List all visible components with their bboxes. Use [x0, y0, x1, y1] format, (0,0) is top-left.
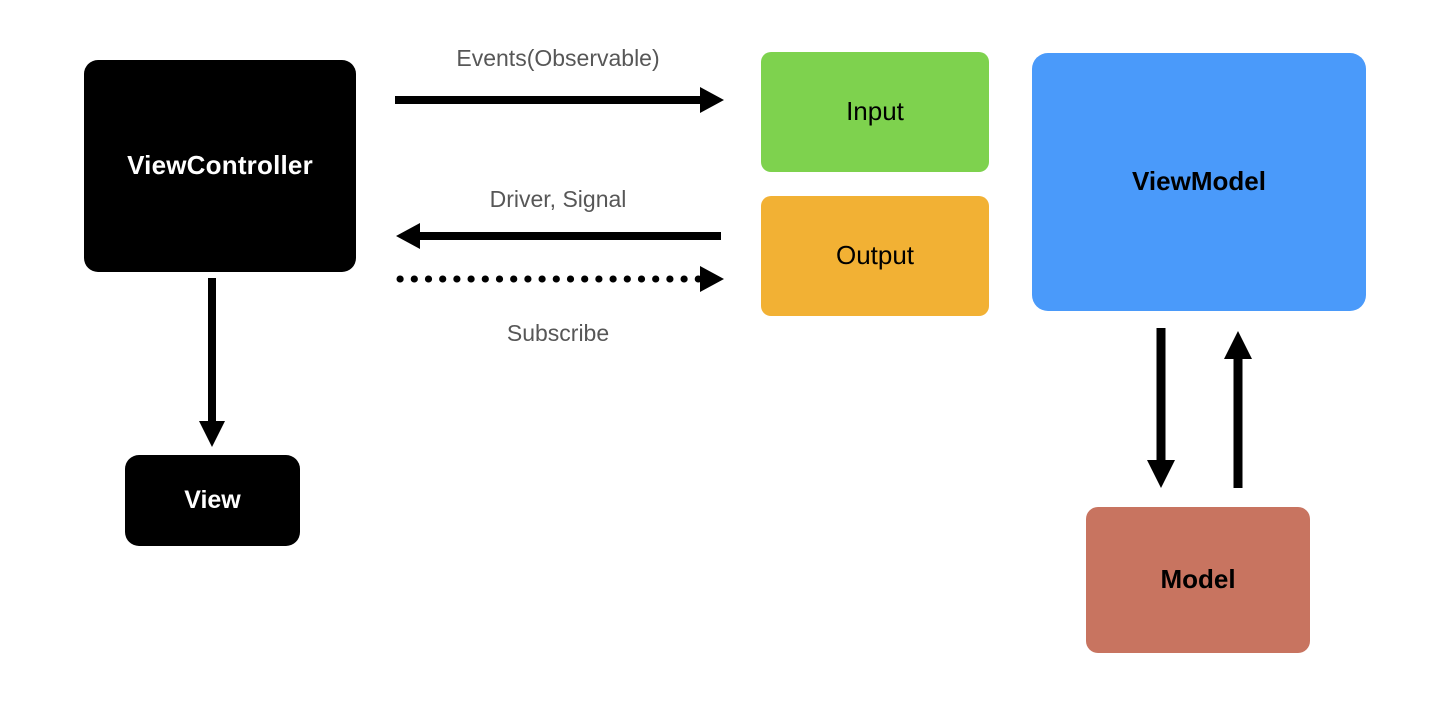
edge-viewcontroller-view-arrow — [199, 278, 225, 447]
edge-label-driver-signal: Driver, Signal — [489, 186, 627, 212]
edge-viewmodel-model-arrow — [1147, 328, 1175, 488]
node-viewcontroller[interactable]: ViewController — [84, 60, 356, 272]
node-input-label: Input — [846, 96, 904, 127]
edge-subscribe-arrow — [396, 266, 724, 292]
edge-events-arrow — [395, 87, 724, 113]
node-view[interactable]: View — [125, 455, 300, 546]
node-viewmodel-label: ViewModel — [1132, 166, 1266, 197]
edge-label-events: Events(Observable) — [456, 45, 660, 71]
node-input[interactable]: Input — [761, 52, 989, 172]
node-viewmodel[interactable]: ViewModel — [1032, 53, 1366, 311]
node-model-label: Model — [1160, 564, 1236, 595]
node-output-label: Output — [835, 240, 915, 271]
node-view-label: View — [184, 486, 241, 515]
node-viewcontroller-label: ViewController — [127, 150, 313, 181]
node-output[interactable]: Output — [761, 196, 989, 316]
edge-label-subscribe: Subscribe — [506, 320, 610, 346]
node-model[interactable]: Model — [1086, 507, 1310, 653]
edge-driver-signal-arrow — [396, 223, 721, 249]
edge-model-viewmodel-arrow — [1224, 331, 1252, 488]
